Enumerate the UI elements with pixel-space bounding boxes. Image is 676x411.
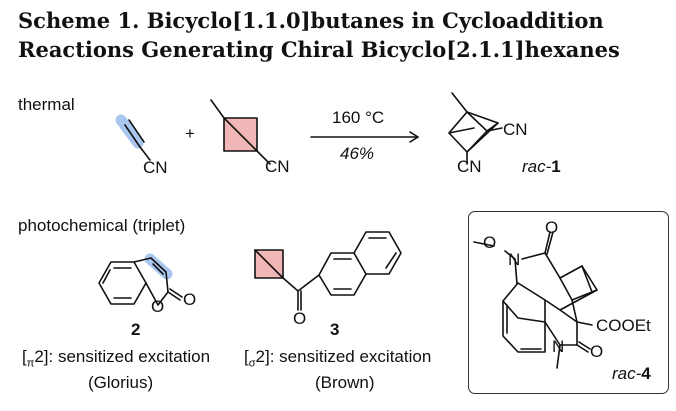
plus-sign: + xyxy=(185,124,195,143)
compound-3-credit: (Brown) xyxy=(315,373,375,392)
scheme-title: Scheme 1. Bicyclo[1.1.0]butanes in Cyclo… xyxy=(18,6,668,64)
product-cn-bottom: CN xyxy=(457,157,482,176)
c4-o-methoxy: O xyxy=(483,233,497,252)
compound-2-number: 2 xyxy=(131,320,141,339)
condition-yield: 46% xyxy=(340,144,375,163)
c3-bracket: [ xyxy=(244,347,249,366)
c2-desc-text: 2]: sensitized excitation xyxy=(34,347,211,366)
c3-sigma: σ xyxy=(248,357,256,370)
compound-3-description: [σ2]: sensitized excitation xyxy=(244,347,431,369)
product-cn-right: CN xyxy=(503,120,528,139)
c4-n-amide: N xyxy=(508,250,521,269)
compound-2-description: [π2]: sensitized excitation xyxy=(22,347,210,369)
c4-rac: rac- xyxy=(612,364,642,383)
c4-number: 4 xyxy=(641,364,651,383)
c4-n-ring: N xyxy=(552,337,565,356)
c2-bracket: [ xyxy=(22,347,27,366)
product-1-structure xyxy=(448,92,503,165)
coumarin-alkene-highlight xyxy=(144,253,173,280)
photochemical-label: photochemical (triplet) xyxy=(18,216,186,235)
coumarin-o-carbonyl: O xyxy=(183,290,197,309)
c4-o-amide: O xyxy=(545,218,559,237)
acrylonitrile-structure xyxy=(115,114,151,161)
bicyclobutane-structure xyxy=(210,99,271,165)
product-1-rac: rac- xyxy=(522,157,552,176)
acrylonitrile-cn: CN xyxy=(143,158,168,177)
compound-4-structure xyxy=(473,231,598,369)
compound-4-label: rac-4 xyxy=(612,364,651,384)
bicyclobutane-cn: CN xyxy=(265,157,290,176)
coumarin-o-ring: O xyxy=(151,297,165,316)
c2-pi: π xyxy=(26,357,35,370)
scheme-title-line-1: Scheme 1. Bicyclo[1.1.0]butanes in Cyclo… xyxy=(18,8,604,33)
compound-2-credit: (Glorius) xyxy=(88,373,154,392)
condition-temperature: 160 °C xyxy=(332,108,385,127)
ketone-o-carbonyl: O xyxy=(293,309,307,328)
scheme-title-line-2: Reactions Generating Chiral Bicyclo[2.1.… xyxy=(18,37,620,62)
reaction-arrow xyxy=(310,131,419,143)
c3-desc-text: 2]: sensitized excitation xyxy=(255,347,432,366)
compound-3-number: 3 xyxy=(330,320,340,339)
compound-4-panel xyxy=(468,211,669,394)
c4-o-lactam: O xyxy=(590,342,604,361)
thermal-label: thermal xyxy=(18,95,75,114)
product-1-label: rac-1 xyxy=(522,157,561,177)
coumarin-structure xyxy=(98,253,183,306)
c4-ester: COOEt xyxy=(596,316,651,335)
product-1-number: 1 xyxy=(551,157,561,176)
naphthyl-ketone-structure xyxy=(254,231,402,311)
